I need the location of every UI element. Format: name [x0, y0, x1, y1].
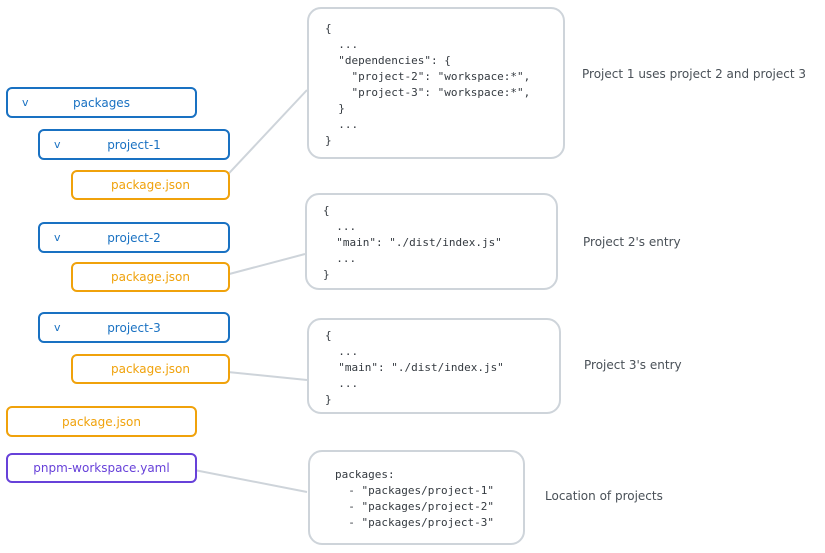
note-project-2: Project 2's entry — [583, 235, 681, 249]
note-workspace: Location of projects — [545, 489, 663, 503]
file-pnpm-workspace-yaml[interactable]: pnpm-workspace.yaml — [6, 453, 197, 483]
connector-project1 — [217, 89, 308, 186]
file-label: package.json — [61, 414, 141, 429]
chevron-down-icon: v — [54, 230, 61, 244]
file-project-1-package-json[interactable]: package.json — [71, 170, 230, 200]
folder-project-2[interactable]: v project-2 — [38, 222, 230, 253]
folder-project-3[interactable]: v project-3 — [38, 312, 230, 343]
file-project-2-package-json[interactable]: package.json — [71, 262, 230, 292]
file-label: pnpm-workspace.yaml — [33, 461, 170, 475]
code-snippet-project-1: { ... "dependencies": { "project-2": "wo… — [307, 7, 565, 159]
code-snippet-project-2: { ... "main": "./dist/index.js" ... } — [305, 193, 558, 290]
folder-project-3-label: project-3 — [107, 320, 161, 335]
code-snippet-workspace: packages: - "packages/project-1" - "pack… — [308, 450, 525, 545]
chevron-down-icon: v — [22, 95, 29, 109]
file-label: package.json — [110, 362, 190, 376]
file-label: package.json — [110, 178, 190, 192]
code-snippet-project-3: { ... "main": "./dist/index.js" ... } — [307, 318, 561, 414]
folder-packages[interactable]: v packages — [6, 87, 197, 118]
note-project-1: Project 1 uses project 2 and project 3 — [582, 67, 807, 81]
connector-project3 — [217, 370, 308, 381]
file-project-3-package-json[interactable]: package.json — [71, 354, 230, 384]
chevron-down-icon: v — [54, 137, 61, 151]
file-label: package.json — [110, 270, 190, 284]
chevron-down-icon: v — [54, 320, 61, 334]
note-project-3: Project 3's entry — [584, 358, 682, 372]
connector-workspace — [183, 467, 308, 493]
connector-project2 — [217, 253, 306, 278]
folder-packages-label: packages — [73, 95, 130, 110]
folder-project-1-label: project-1 — [107, 137, 161, 152]
file-root-package-json[interactable]: package.json — [6, 406, 197, 437]
folder-project-1[interactable]: v project-1 — [38, 129, 230, 160]
folder-project-2-label: project-2 — [107, 230, 161, 245]
